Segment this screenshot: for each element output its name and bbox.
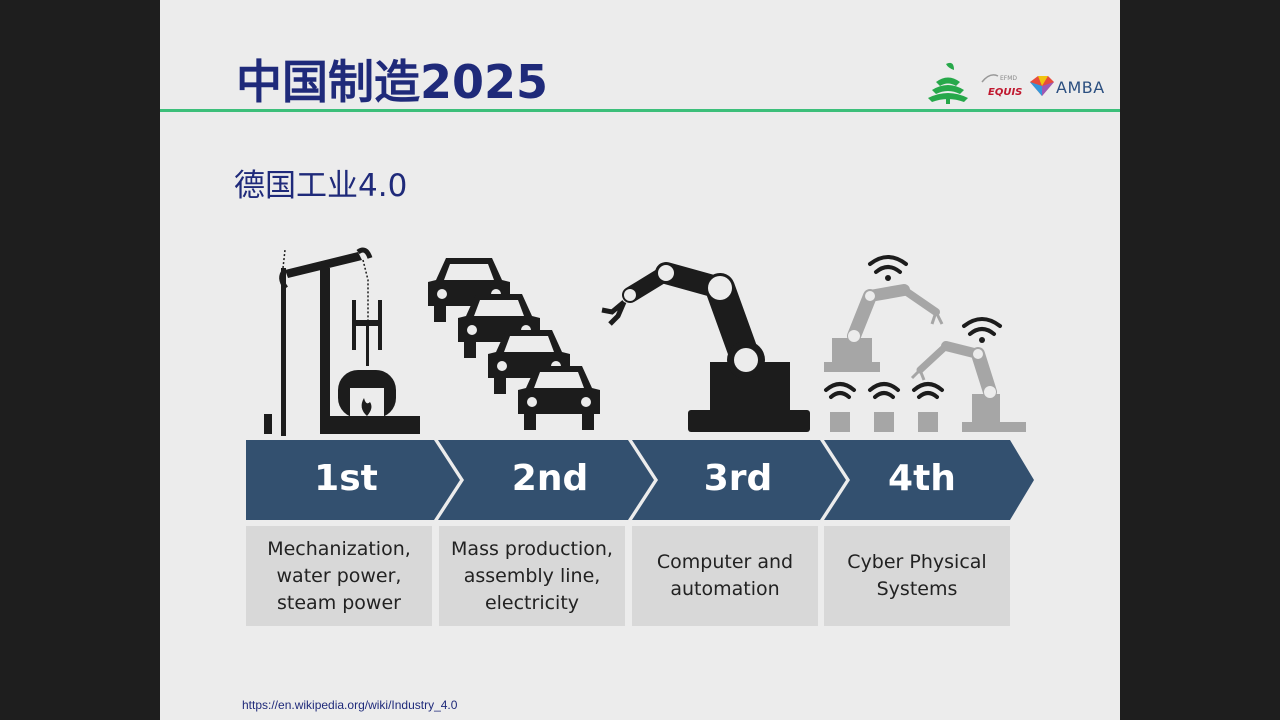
connected-robots-wifi-icon bbox=[824, 255, 1026, 432]
stage-description-1: Mechanization, water power, steam power bbox=[246, 526, 432, 626]
slide-title: 中国制造2025 bbox=[236, 55, 549, 109]
amba-diamond-icon bbox=[1030, 76, 1054, 96]
equis-mark-icon: EFMD bbox=[981, 74, 1017, 83]
title-divider bbox=[160, 109, 1120, 112]
school-emblem-icon bbox=[928, 62, 968, 104]
stage-label: 2nd bbox=[511, 458, 589, 499]
car-assembly-line-icon bbox=[428, 258, 600, 430]
stage-label: 3rd bbox=[703, 458, 773, 499]
stage-label: 4th bbox=[888, 458, 956, 499]
stage-description-4: Cyber Physical Systems bbox=[824, 526, 1010, 626]
stage-description-3: Computer and automation bbox=[632, 526, 818, 626]
source-link[interactable]: https://en.wikipedia.org/wiki/Industry_4… bbox=[242, 698, 458, 712]
stage-chevron-2: 2nd bbox=[438, 440, 656, 520]
oil-pump-furnace-icon bbox=[264, 247, 420, 436]
stage-chevron-4: 4th bbox=[824, 440, 1036, 520]
left-letterbox bbox=[0, 0, 160, 720]
robot-arm-icon bbox=[601, 262, 810, 432]
stage-chevron-1: 1st bbox=[246, 440, 464, 520]
svg-text:EFMD: EFMD bbox=[1000, 75, 1017, 82]
wifi-icon bbox=[824, 255, 1002, 399]
slide-subtitle: 德国工业4.0 bbox=[234, 168, 408, 204]
stage-description-2: Mass production, assembly line, electric… bbox=[439, 526, 625, 626]
stage-chevron-3: 3rd bbox=[632, 440, 850, 520]
slide: 中国制造2025 EFMD EQUIS bbox=[160, 0, 1120, 720]
right-letterbox bbox=[1120, 0, 1280, 720]
logo-graphics: EFMD bbox=[928, 62, 1054, 104]
accreditation-logos: EFMD bbox=[920, 58, 1110, 108]
amba-label: AMBA bbox=[1056, 78, 1105, 97]
stage-label: 1st bbox=[314, 458, 378, 499]
revolution-icons bbox=[264, 247, 1026, 436]
equis-label: EQUIS bbox=[988, 87, 1023, 98]
